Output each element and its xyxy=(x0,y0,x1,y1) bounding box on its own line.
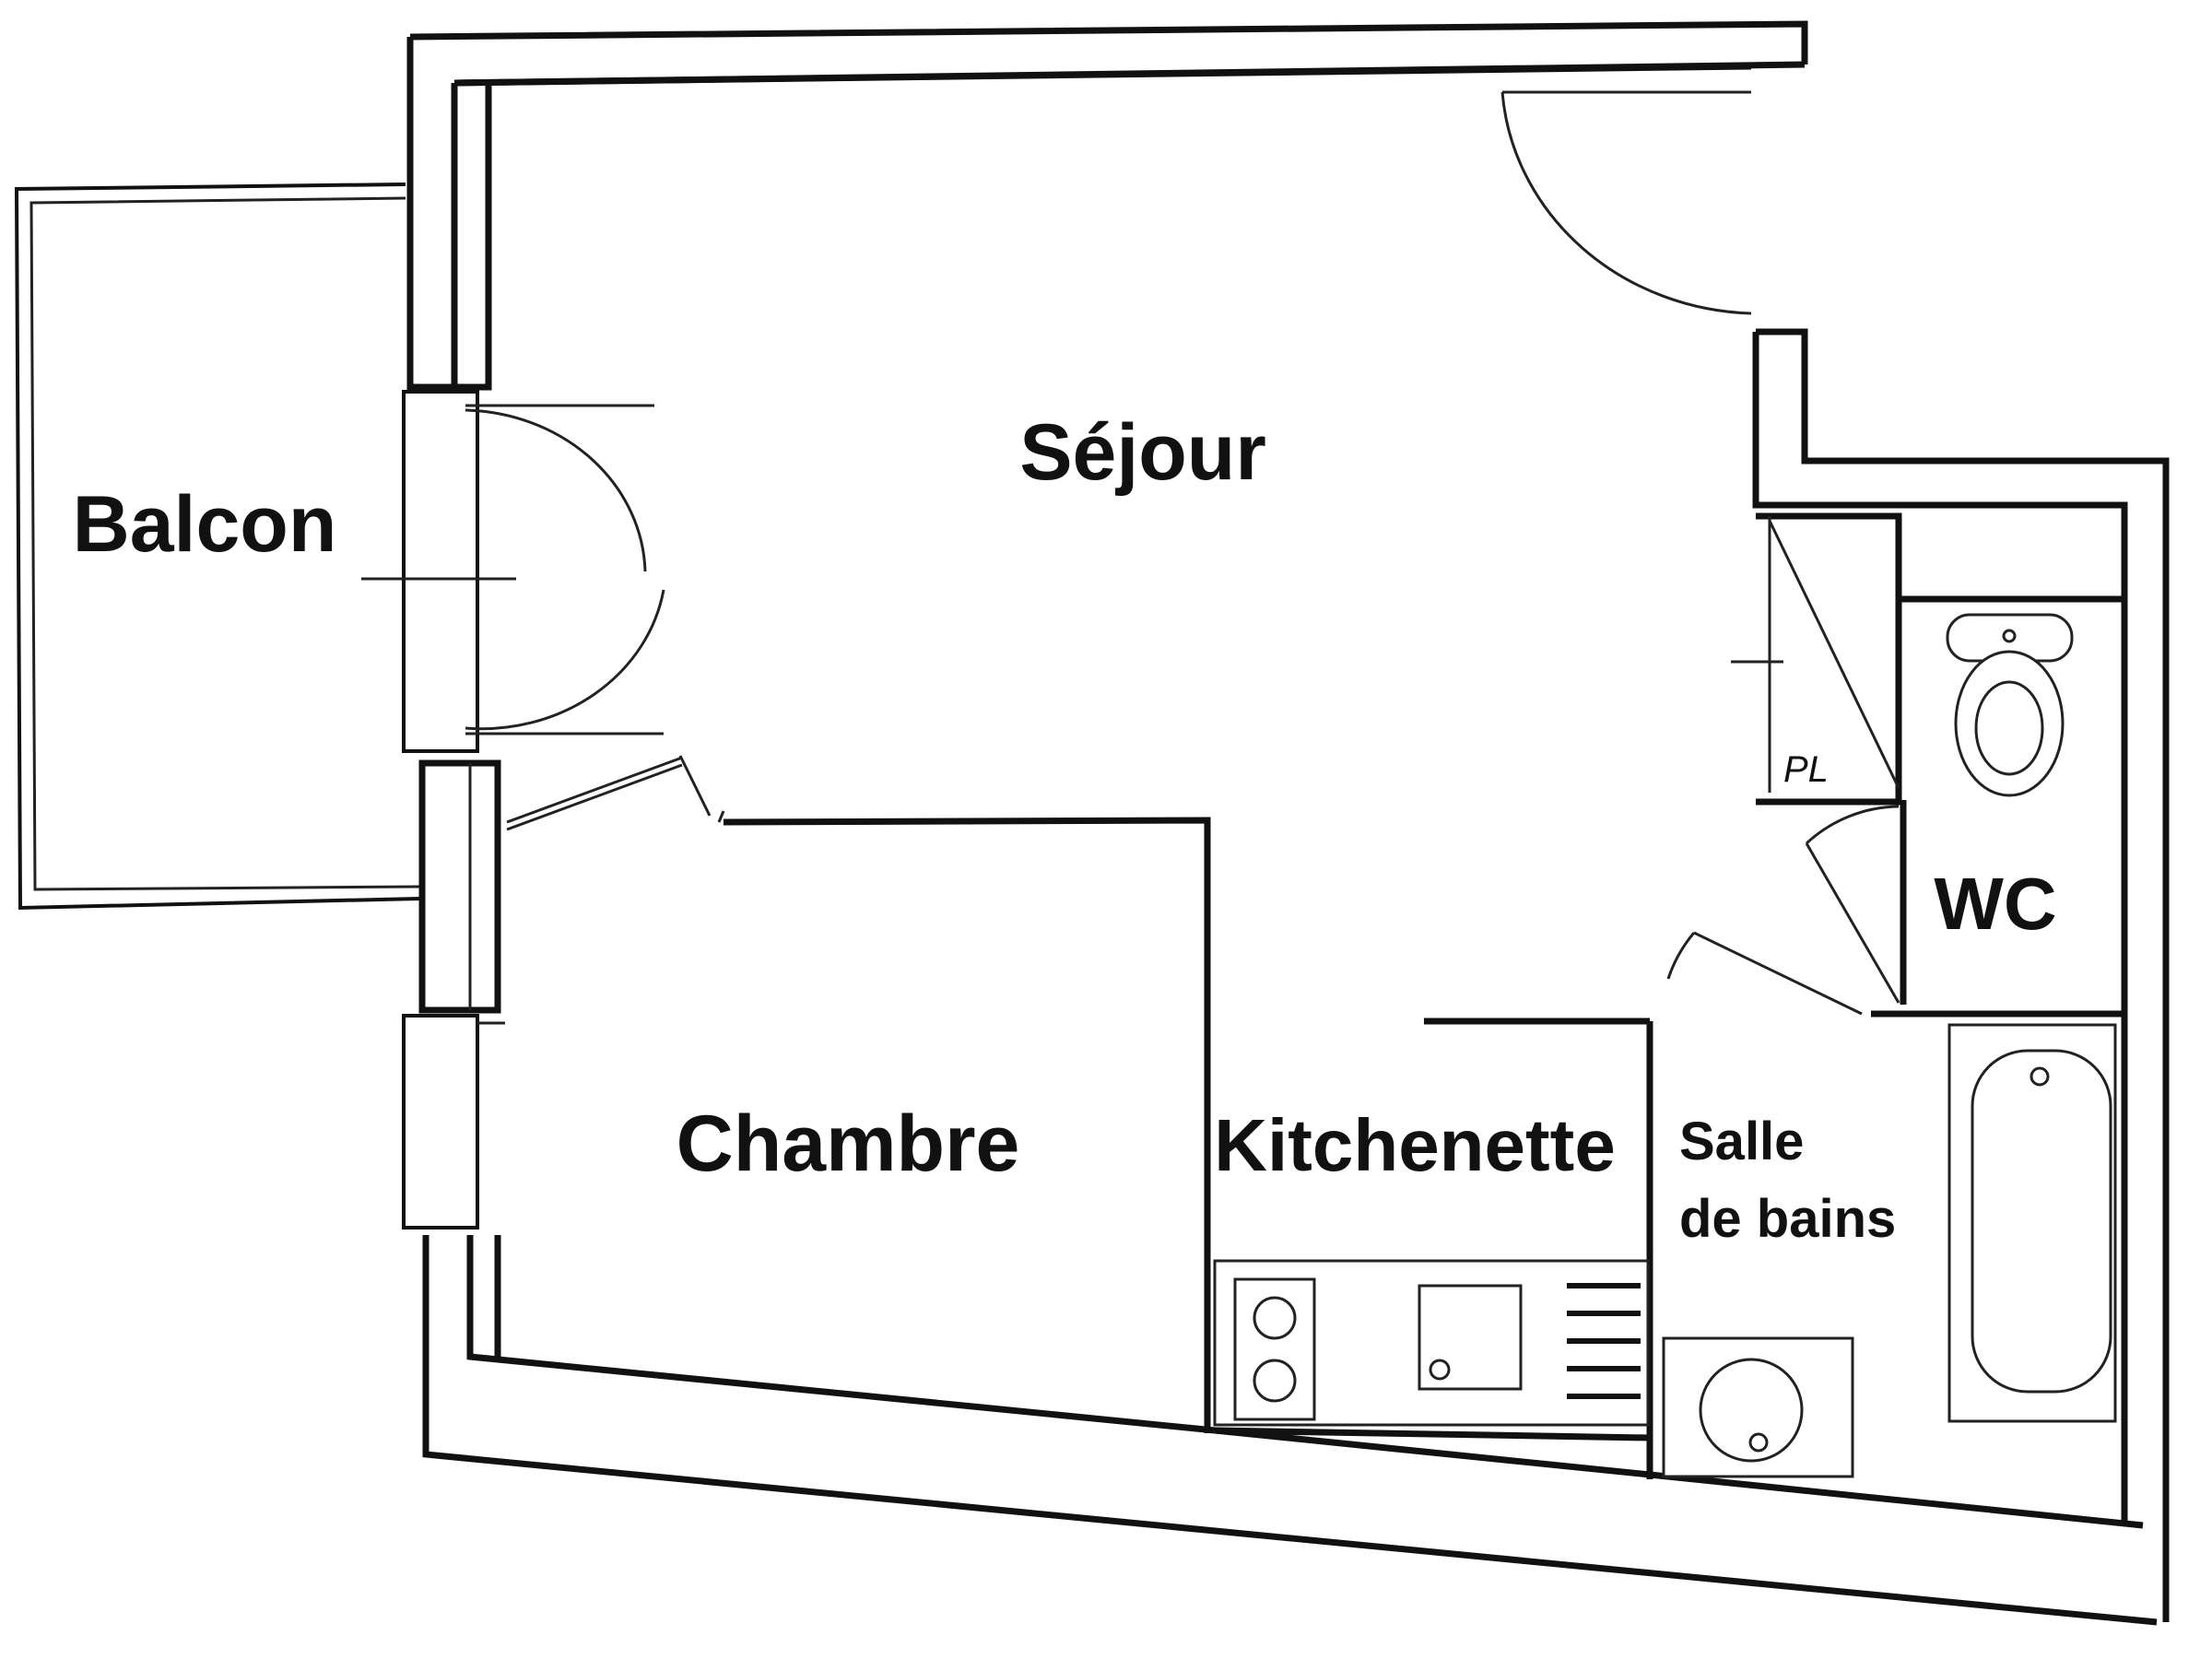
window-upper xyxy=(361,390,665,753)
room-label-kitchenette: Kitchenette xyxy=(1214,1104,1616,1186)
burner xyxy=(1253,1296,1297,1340)
window-lower xyxy=(402,1014,505,1230)
wc-fixtures xyxy=(1946,613,2074,797)
service-walls xyxy=(1424,512,2124,1479)
burner xyxy=(1253,1359,1297,1403)
chambre-walls xyxy=(506,755,1211,1433)
bathtub-basin xyxy=(1971,1049,2112,1394)
room-label-balcon: Balcon xyxy=(73,480,337,569)
balcony xyxy=(14,182,420,911)
bath-fixtures xyxy=(1662,1023,2117,1478)
outer-walls xyxy=(406,20,2170,1626)
entry-door xyxy=(1500,90,1752,315)
room-label-salle-de-bains-line1: Salle xyxy=(1679,1112,1804,1171)
toilet-bowl xyxy=(1954,650,2065,797)
room-label-sejour: Séjour xyxy=(1019,408,1266,497)
room-label-wc: WC xyxy=(1934,863,2056,945)
room-label-chambre: Chambre xyxy=(677,1100,1020,1188)
room-label-salle-de-bains-line2: de bains xyxy=(1679,1189,1896,1249)
sink-drain xyxy=(1429,1359,1451,1381)
draining-board xyxy=(1567,1283,1641,1399)
kitchen-fixtures xyxy=(1213,1259,1650,1427)
placard-label: PL xyxy=(1783,749,1829,790)
